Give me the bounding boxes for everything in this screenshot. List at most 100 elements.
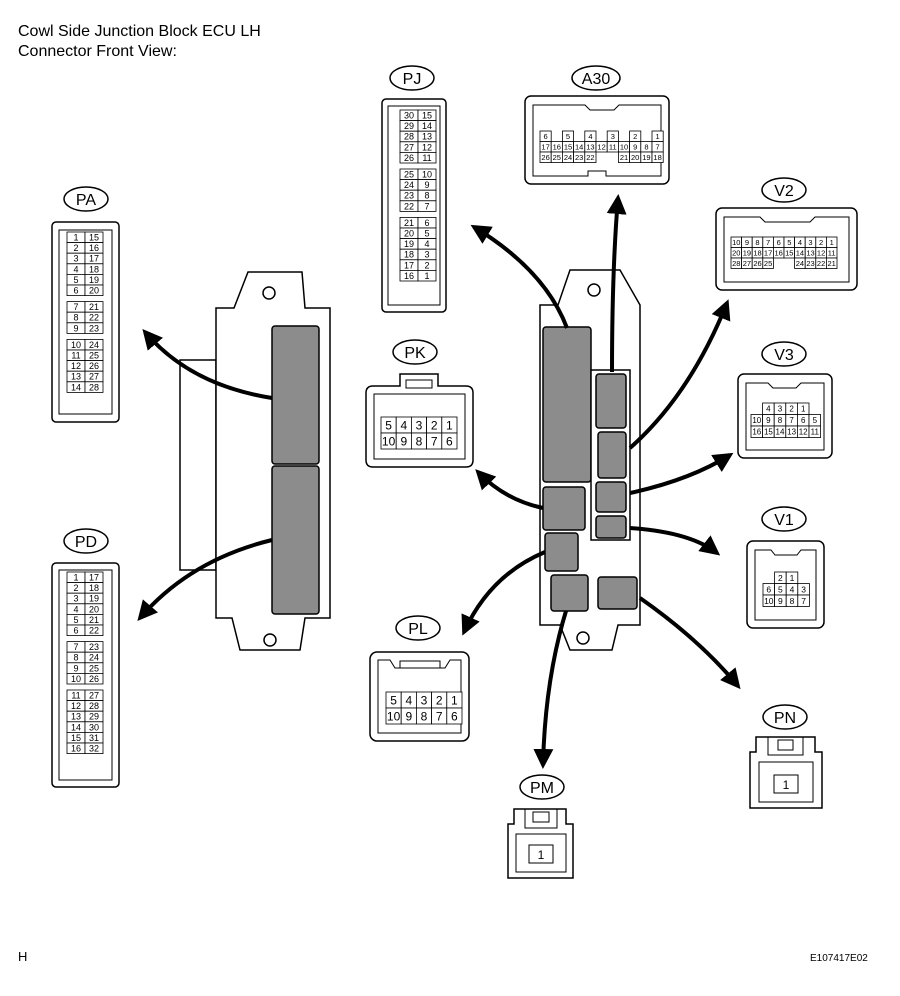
- pin-cell: 15: [417, 109, 437, 122]
- pin-cell: 26: [84, 360, 104, 372]
- pin-number: 10: [387, 709, 401, 723]
- pin-cell: 11: [417, 151, 437, 164]
- pin-cell: 27: [84, 370, 104, 383]
- connector-label-badge: [761, 506, 807, 532]
- pin-cell: 4: [66, 263, 86, 275]
- pin-cell: 5: [66, 614, 86, 626]
- connector-label: PK: [404, 345, 426, 362]
- pin-number: 4: [400, 418, 407, 432]
- pin-number: 17: [541, 142, 549, 151]
- pin-cell: 16: [773, 247, 785, 259]
- pin-number: 12: [71, 361, 81, 371]
- pin-number: 8: [416, 434, 423, 448]
- pin-number: 13: [71, 712, 81, 722]
- pin-number: 22: [586, 153, 594, 162]
- pin-cell: 16: [550, 141, 563, 153]
- pin-number: 21: [404, 218, 414, 228]
- connector-label: V1: [774, 512, 794, 529]
- pin-number: 7: [656, 142, 660, 151]
- connector-pn: PN 1: [749, 704, 823, 809]
- pin-cell: 2: [785, 402, 798, 415]
- pin-number: 1: [424, 271, 429, 281]
- pin-cell: 6: [797, 414, 810, 427]
- pin-cell: 22: [84, 311, 104, 324]
- pin-cell: 3: [797, 583, 810, 596]
- pin-number: 31: [89, 733, 99, 743]
- pin-number: 32: [89, 744, 99, 754]
- pin-cell: 4: [400, 691, 417, 709]
- pin-cell: 1: [66, 571, 86, 584]
- pin-number: 25: [404, 170, 414, 180]
- pin-cell: 11: [66, 349, 86, 362]
- pin-cell: 23: [399, 189, 419, 202]
- pin-number: 5: [390, 693, 397, 707]
- pin-number: 3: [416, 418, 423, 432]
- pin-number: 29: [404, 121, 414, 131]
- pin-number: 23: [575, 153, 583, 162]
- pin-cell: 1: [785, 571, 799, 584]
- pin-number: 9: [745, 238, 749, 247]
- pin-cell: 10: [385, 707, 402, 725]
- pin-number: 6: [544, 132, 548, 141]
- pin-cell: 27: [399, 141, 419, 153]
- pin-cell: 16: [84, 242, 104, 254]
- block-socket-upper: [271, 325, 320, 465]
- pin-number: 2: [778, 573, 783, 583]
- pin-number: 21: [828, 259, 836, 268]
- pin-cell: 13: [66, 710, 86, 723]
- pin-cell: 4: [762, 402, 775, 415]
- pin-cell: 10: [66, 673, 86, 685]
- pin-number: 24: [564, 153, 572, 162]
- pin-number: 24: [796, 259, 804, 268]
- pin-cell: 1: [446, 691, 463, 709]
- pin-cell: 8: [415, 707, 432, 725]
- connector-label-badge: [389, 65, 435, 91]
- pin-cell: 25: [84, 662, 104, 674]
- pin-cell: 6: [762, 583, 776, 596]
- pin-cell: 8: [66, 311, 86, 324]
- pin-cell: 4: [584, 130, 597, 142]
- arrow-to-pm: [533, 610, 568, 769]
- pin-number: 17: [404, 260, 414, 270]
- pin-number: 15: [785, 248, 793, 257]
- pin-number: 16: [752, 428, 761, 437]
- pin-cell: 10: [750, 414, 764, 427]
- pin-cell: 4: [794, 236, 806, 248]
- connector-arrows: [137, 194, 741, 769]
- pin-number: 12: [817, 248, 825, 257]
- pin-number: 4: [405, 693, 412, 707]
- pin-cell: 12: [595, 141, 608, 153]
- pin-cell: 2: [426, 416, 443, 434]
- pin-number: 11: [811, 428, 820, 437]
- pin-cell: 9: [629, 141, 642, 153]
- pin-number: 13: [787, 428, 796, 437]
- pin-cell: 12: [66, 700, 86, 712]
- footer-letter: H: [18, 949, 28, 964]
- pin-cell: 14: [794, 247, 806, 259]
- pin-cell: 7: [651, 141, 664, 153]
- pin-cell: 21: [84, 301, 104, 313]
- pin-cell: 9: [774, 594, 787, 607]
- pin-number: 20: [89, 286, 99, 296]
- pin-number: 10: [71, 340, 81, 350]
- pin-number: 3: [73, 254, 78, 264]
- arrow-to-pk: [475, 469, 544, 510]
- connector-label: V2: [774, 183, 794, 200]
- pin-cell: 18: [399, 248, 419, 261]
- pin-number: 21: [89, 615, 99, 625]
- pin-cell: 2: [629, 130, 642, 142]
- pin-number: 20: [732, 248, 740, 257]
- pin-cell: 28: [84, 700, 104, 712]
- pin-cell: 7: [785, 414, 798, 427]
- arrow-to-v1: [629, 526, 721, 556]
- diagram-title-line1: Cowl Side Junction Block ECU LH: [18, 23, 261, 40]
- pin-number: 2: [789, 405, 794, 414]
- pin-number: 1: [830, 238, 834, 247]
- pin-number: 9: [424, 180, 429, 190]
- pin-number: 6: [777, 238, 781, 247]
- pin-number: 19: [89, 594, 99, 604]
- pin-cell: 3: [410, 416, 427, 434]
